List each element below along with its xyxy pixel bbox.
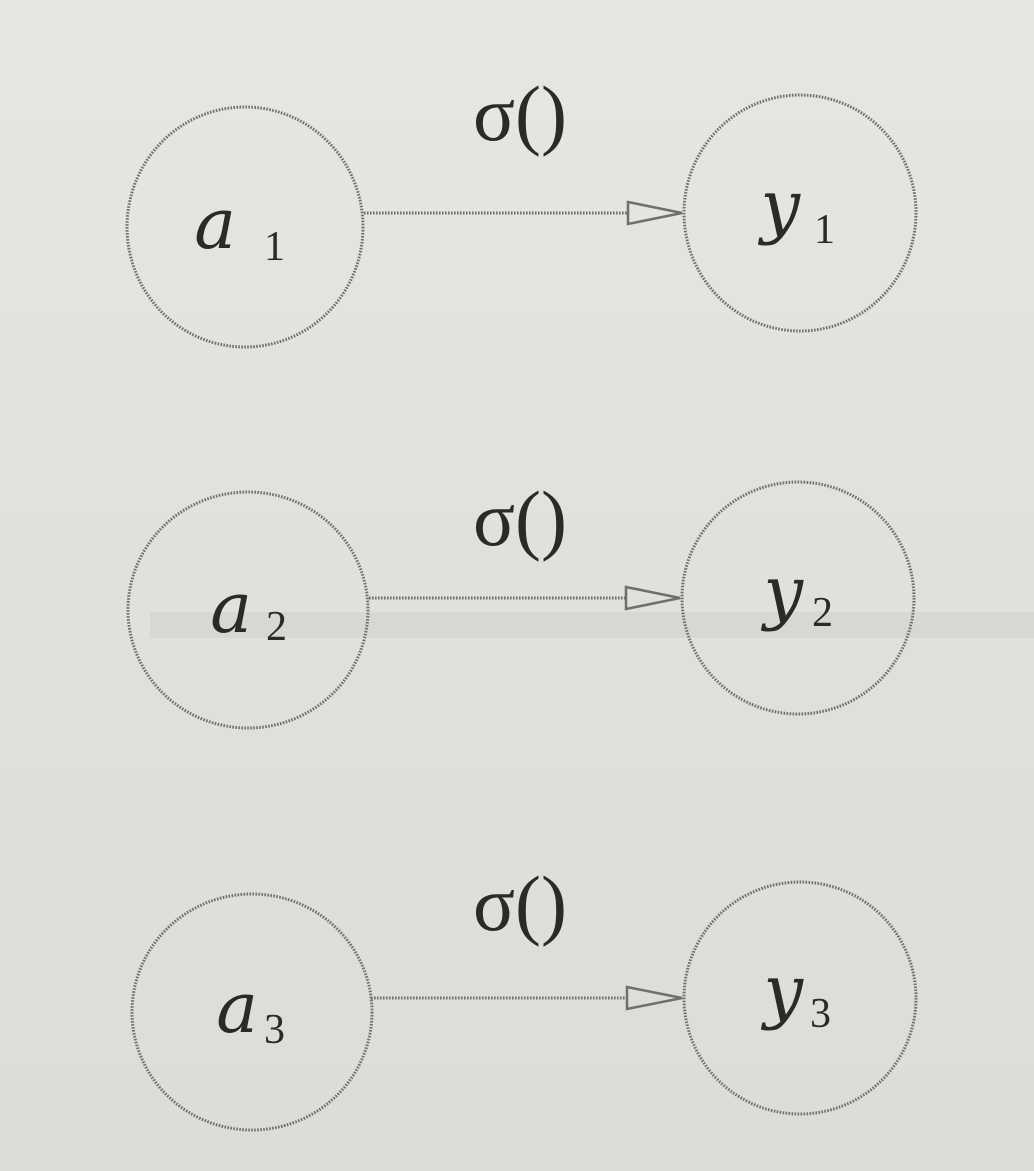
activation-label-2: σ() — [473, 475, 567, 562]
bleed-through-band — [150, 612, 1034, 638]
input-symbol-a1: a — [194, 183, 236, 265]
arrowhead-2 — [624, 585, 681, 611]
diagram-row-3: σ() a 3 y 3 — [130, 860, 918, 1132]
activation-label-1: σ() — [473, 70, 567, 157]
output-symbol-y3: y — [760, 950, 804, 1032]
output-index-y1: 1 — [814, 207, 835, 253]
arrowhead-3 — [625, 985, 683, 1011]
output-symbol-y1: y — [757, 165, 801, 247]
output-node-y1 — [682, 93, 918, 333]
diagram-row-1: σ() a 1 y 1 — [125, 70, 918, 349]
output-symbol-y2: y — [760, 551, 804, 633]
input-index-a1: 1 — [264, 224, 285, 270]
input-node-a1 — [125, 105, 365, 349]
input-index-a3: 3 — [264, 1007, 285, 1053]
input-node-a2 — [126, 490, 370, 730]
input-node-a3 — [130, 892, 374, 1132]
output-node-y3 — [682, 880, 918, 1116]
output-index-y2: 2 — [812, 590, 833, 636]
input-symbol-a2: a — [210, 567, 252, 649]
diagram-row-2: σ() a 2 y 2 — [126, 475, 916, 730]
output-node-y2 — [680, 480, 916, 716]
output-index-y3: 3 — [810, 991, 831, 1037]
arrowhead-1 — [626, 200, 683, 226]
activation-label-3: σ() — [473, 860, 567, 947]
input-index-a2: 2 — [266, 604, 287, 650]
input-symbol-a3: a — [216, 967, 258, 1049]
